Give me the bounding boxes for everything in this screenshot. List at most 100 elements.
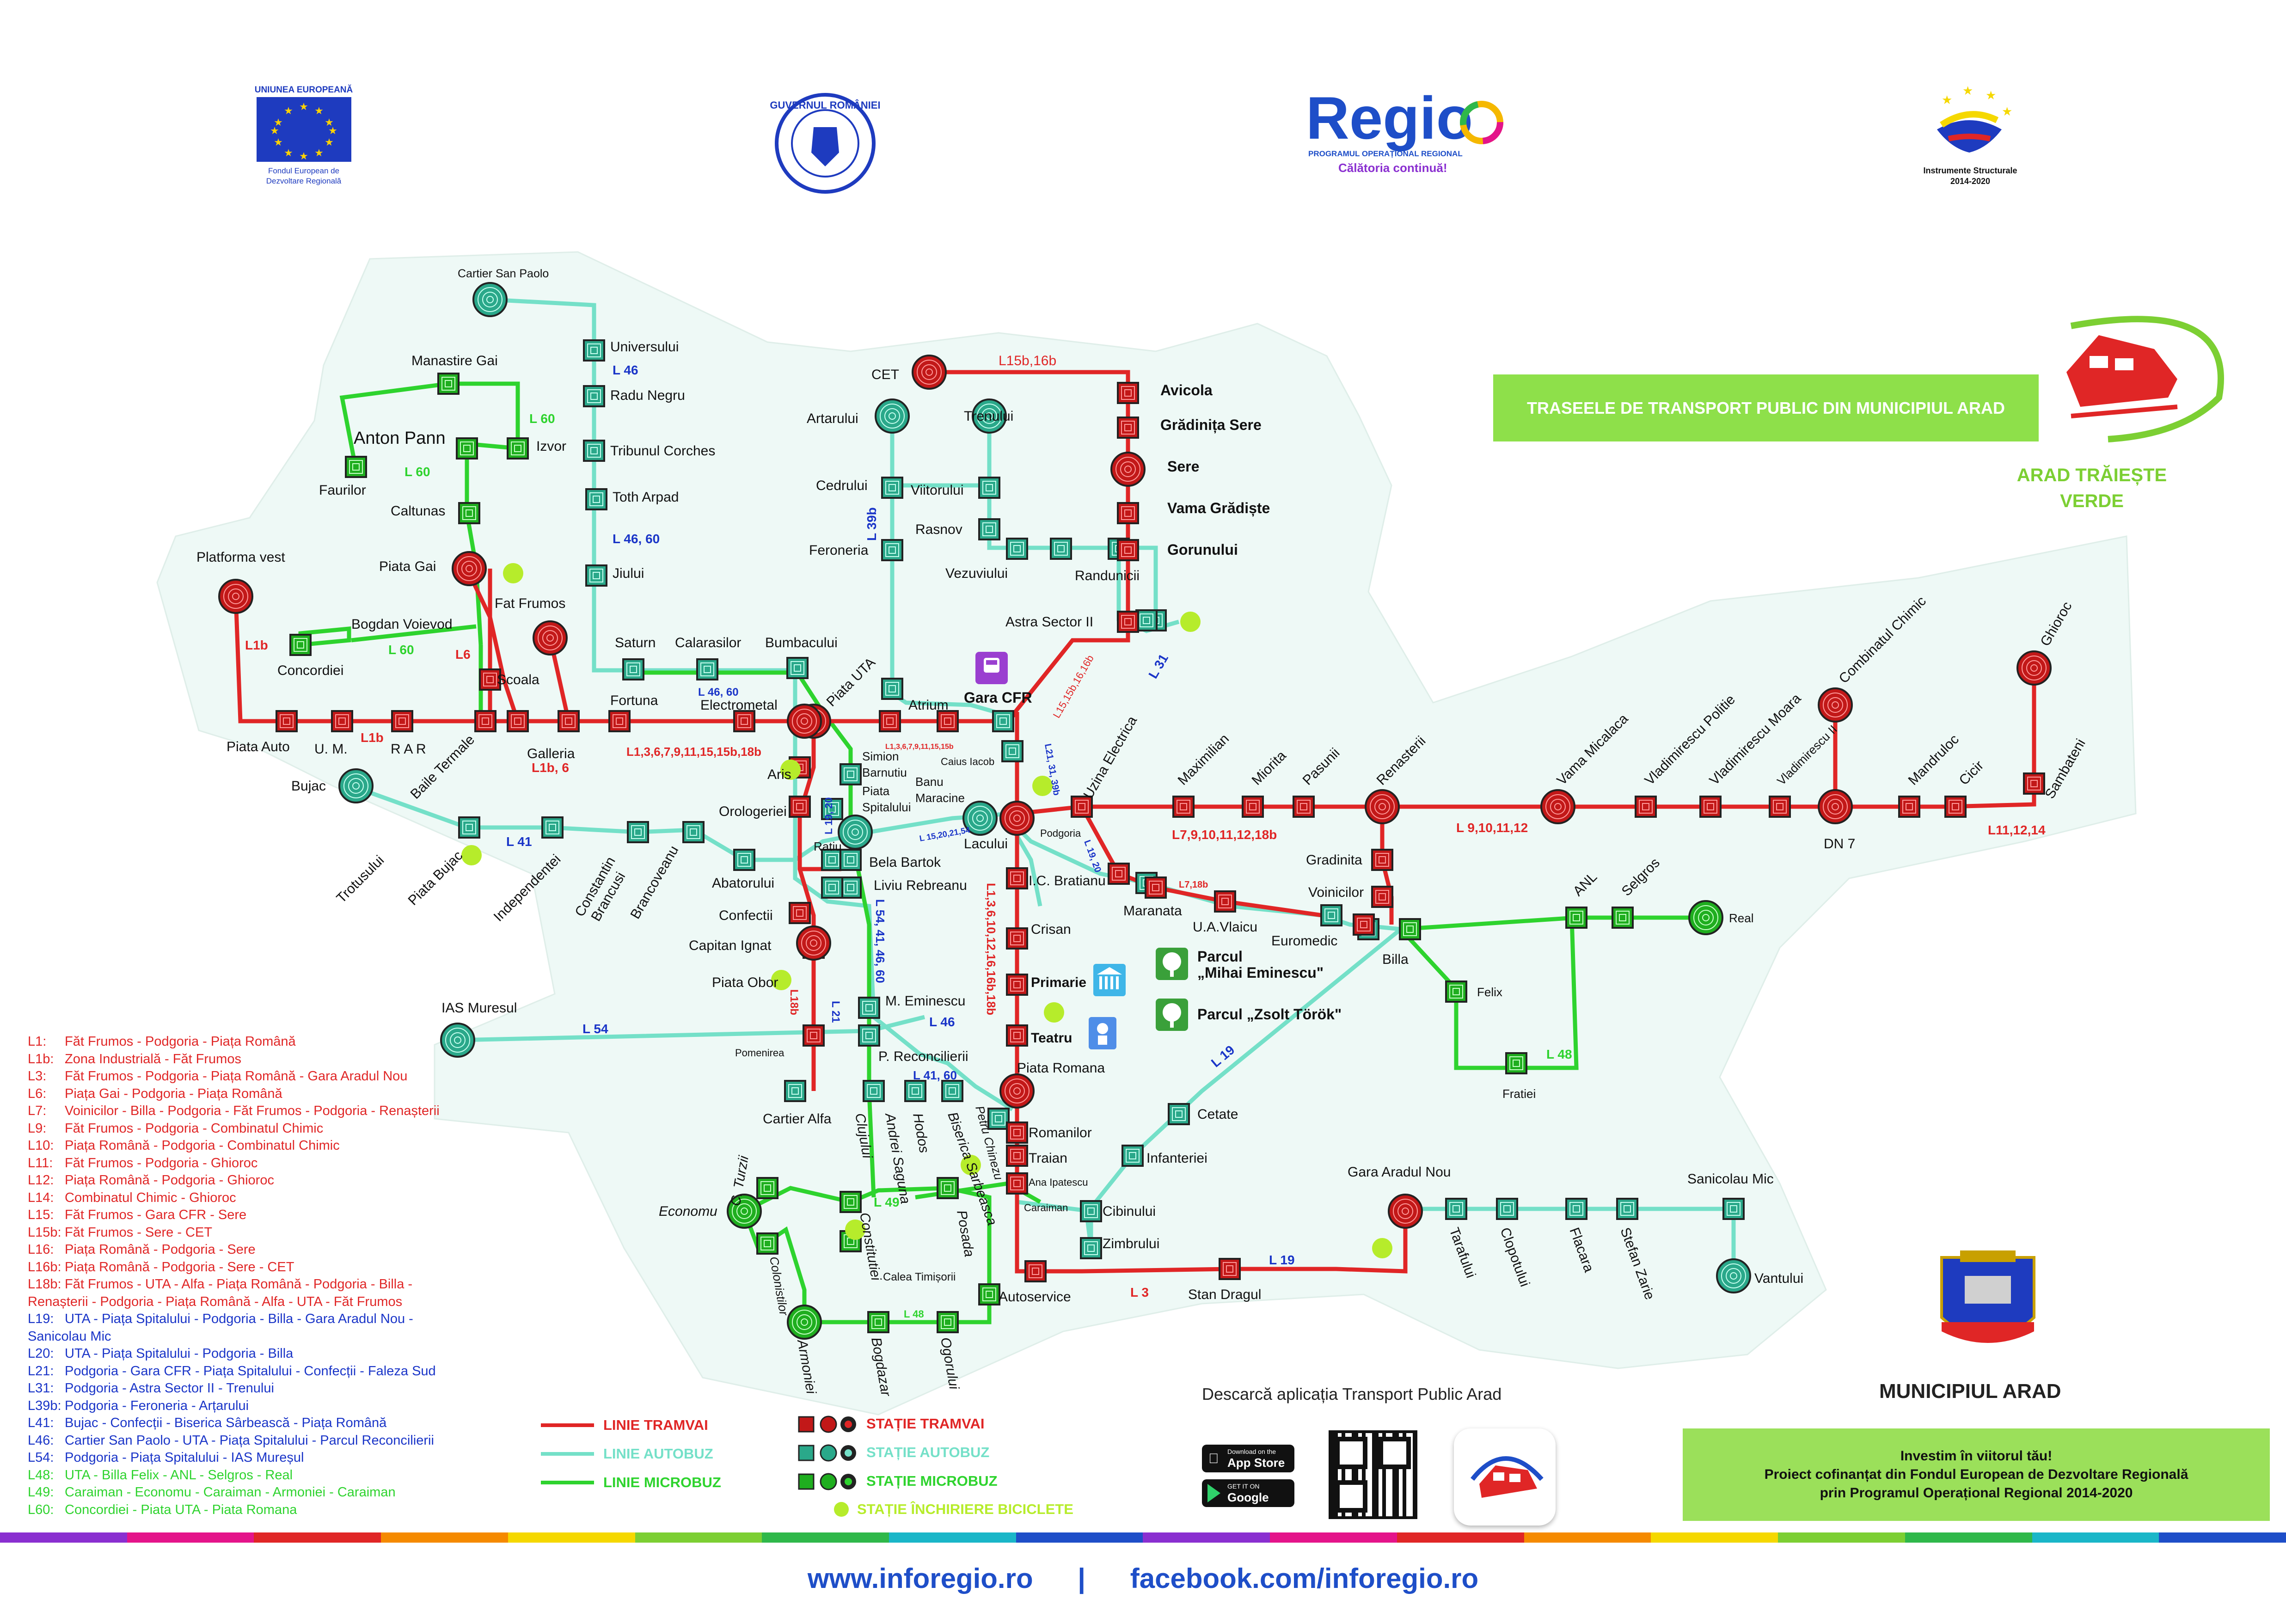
route-l46-c: L 46 [929,1015,955,1029]
label-fortuna: Fortuna [610,693,658,708]
label-piata-auto: Piata Auto [227,739,290,754]
key-statie-autobuz: STAȚIE AUTOBUZ [795,1441,989,1464]
label-rasnov: Rasnov [915,522,962,537]
legend-code: L7: [28,1103,47,1118]
label-caltunas: Caltunas [391,503,445,519]
app-icon[interactable] [1454,1428,1556,1526]
label-simion-barnutiu-1: Simion [862,749,899,763]
route-l11-14: L11,12,14 [1988,823,2046,837]
route-l3: L 3 [1130,1285,1149,1299]
app-store-label: App Store [1227,1456,1285,1470]
route-l7-12-18b: L7,9,10,11,12,18b [1172,827,1277,842]
structural-line1: Instrumente Structurale [1923,166,2017,175]
footer-site-link[interactable]: www.inforegio.ro [807,1563,1033,1594]
label-trenului: Trenului [964,409,1013,424]
label-radu-negru: Radu Negru [610,388,685,403]
label-infanteriei: Infanteriei [1146,1151,1207,1166]
legend-row: L1:Făt Frumos - Podgoria - Piața Română [28,1033,536,1051]
label-cartier-san-paolo: Cartier San Paolo [458,267,549,280]
svg-text:★: ★ [2002,105,2012,119]
legend-text: Sanicolau Mic [28,1329,111,1344]
svg-text:★: ★ [284,147,293,159]
government-logo: GUVERNUL ROMÂNIEI [770,93,881,194]
route-l39b: L 39b [864,507,879,541]
legend-row: L1b:Zona Industrială - Făt Frumos [28,1051,536,1068]
label-cartier-alfa: Cartier Alfa [763,1111,832,1127]
legend-code: L3: [28,1069,47,1084]
label-economu: Economu [659,1204,717,1219]
svg-text:★: ★ [325,137,334,148]
label-ua-vlaicu: U.A.Vlaicu [1193,919,1257,935]
route-l46-60-b: L 46, 60 [698,686,739,699]
svg-text:★: ★ [1942,93,1952,107]
label-gorunului: Gorunului [1167,541,1238,558]
legend-row: Renașterii - Podgoria - Piața Română - A… [28,1293,536,1311]
app-store-badge[interactable]:  Download on the App Store [1202,1445,1294,1472]
legend-code: L12: [28,1173,54,1188]
slogan: ARAD TRĂIEȘTE VERDE [2006,462,2177,514]
label-rar: R A R [391,742,426,757]
legend-code: L16b: [28,1259,61,1275]
bus-stop-icon [798,1444,856,1462]
label-confectii: Confectii [719,908,773,923]
footer-separator: | [1078,1563,1086,1594]
label-dn7: DN 7 [1824,836,1855,852]
route-l49: L 49 [874,1195,900,1209]
label-bogdan-voievod: Bogdan Voievod [351,617,453,632]
label-vama-gradiste: Vama Grădiște [1167,500,1270,516]
label-vezuviului: Vezuviului [945,566,1008,581]
legend-code: L20: [28,1346,54,1361]
legend-text: Podgoria - Gara CFR - Piața Spitalului -… [65,1363,436,1379]
legend-code: L11: [28,1155,53,1171]
footer-facebook-link[interactable]: facebook.com/inforegio.ro [1130,1563,1479,1594]
route-l18b: L18b [788,989,800,1015]
coat-of-arms-icon [1940,1250,2035,1343]
label-universului: Universului [610,339,679,355]
label-parc-eminescu-2: „Mihai Eminescu" [1197,964,1324,981]
structural-line2: 2014-2020 [1950,177,1990,186]
route-l46-top: L 46 [613,363,638,377]
invest-line3: prin Programul Operațional Regional 2014… [1820,1485,2133,1501]
route-l1b: L1b [245,638,268,652]
label-astra-sector-ii: Astra Sector II [1005,614,1093,630]
legend-row: L9:Făt Frumos - Podgoria - Combinatul Ch… [28,1120,536,1138]
label-romanilor: Romanilor [1029,1125,1092,1140]
label-crisan: Crisan [1031,922,1071,937]
label-ratiu: Ratiu [814,840,842,853]
label-cibinului: Cibinului [1103,1204,1156,1219]
rainbow-strip [0,1532,2286,1543]
theatre-icon [1089,1017,1116,1049]
label-faurilor: Faurilor [319,483,366,498]
route-l60-c: L 60 [388,643,414,657]
label-caraiman: Caraiman [1024,1202,1068,1213]
qr-code[interactable] [1329,1430,1417,1519]
route-l-crisan: L1,3,6,10,12,16,16b,18b [984,883,998,1015]
svg-text:★: ★ [270,125,279,137]
legend-row: L15:Făt Frumos - Gara CFR - Sere [28,1207,536,1224]
legend-row: L11:Făt Frumos - Podgoria - Ghioroc [28,1155,536,1172]
legend-text: Piața Română - Podgoria - Ghioroc [65,1173,274,1188]
label-piata-obor: Piata Obor [712,975,778,990]
eu-subtitle-1: Fondul European de [268,166,339,175]
route-l48-a: L 48 [904,1308,924,1320]
legend-row: L10:Piața Română - Podgoria - Combinatul… [28,1137,536,1155]
footer: www.inforegio.ro | facebook.com/inforegi… [0,1563,2286,1594]
legend-row: L19:UTA - Piața Spitalului - Podgoria - … [28,1311,536,1328]
slogan-line1: ARAD TRĂIEȘTE [2016,465,2167,485]
label-piata-romana: Piata Romana [1017,1060,1105,1076]
google-play-badge[interactable]: GET IT ON Google Play [1202,1479,1294,1519]
legend-row: L3:Făt Frumos - Podgoria - Piața Română … [28,1068,536,1085]
legend-code: L16: [28,1242,54,1257]
train-station-icon [975,652,1008,684]
label-cedrului: Cedrului [816,478,868,493]
route-l21: L 21 [829,1001,842,1023]
label-scoala: Scoala [497,672,539,687]
label-pomenirea: Pomenirea [735,1047,784,1059]
route-l-pod-small: L1,3,6,7,9,11,15,15b [885,743,954,751]
legend-code: L54: [28,1450,54,1465]
legend-row: L48:UTA - Billa Felix - ANL - Selgros - … [28,1467,536,1484]
download-text: Descarcă aplicația Transport Public Arad [1202,1385,1502,1403]
legend-code: L21: [28,1363,54,1379]
